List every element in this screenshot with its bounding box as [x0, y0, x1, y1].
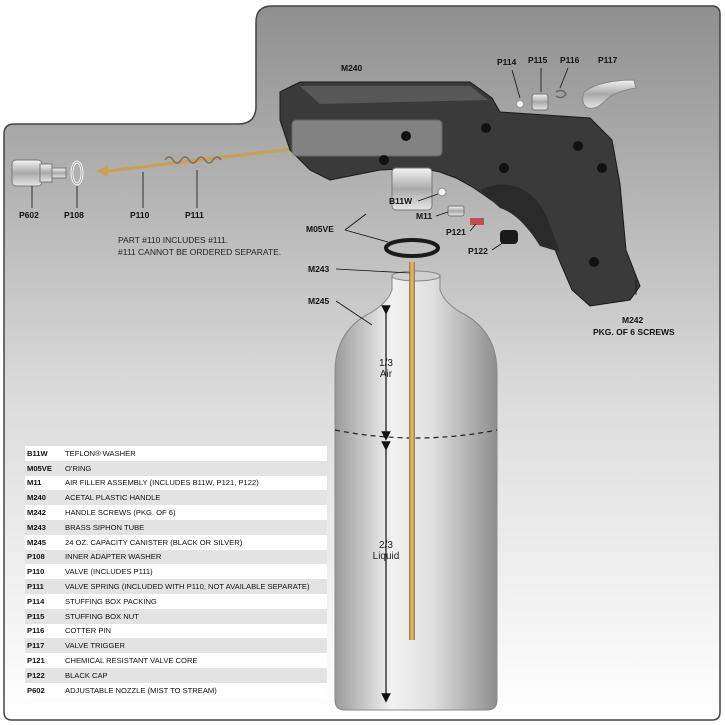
liquid-ratio: 2/3 Liquid	[366, 540, 406, 562]
legend-description: VALVE SPRING (INCLUDED WITH P110, NOT AV…	[65, 582, 310, 592]
legend-code: P110	[27, 567, 45, 577]
liquid-fraction: 2/3	[379, 540, 393, 551]
note-line-2: #111 CANNOT BE ORDERED SEPARATE.	[118, 247, 282, 257]
nut-p115	[531, 93, 549, 111]
parts-legend: B11W TEFLON® WASHER M05VE O'RING M11 AIR FILL…	[25, 446, 327, 698]
spring-p111	[164, 156, 222, 164]
legend-code: M11	[27, 478, 42, 488]
legend-description: ADJUSTABLE NOZZLE (MIST TO STREAM)	[65, 685, 217, 695]
legend-row: P111 VALVE SPRING (INCLUDED WITH P110, NO…	[25, 579, 327, 594]
legend-description: COTTER PIN	[65, 626, 111, 636]
legend-code: P111	[27, 582, 44, 592]
canister-neck	[391, 270, 441, 282]
air-fraction: 1/3	[379, 358, 393, 369]
legend-code: M05VE	[27, 463, 52, 473]
note-line-1: PART #110 INCLUDES #111.	[118, 235, 229, 245]
canister	[334, 274, 498, 711]
legend-row: P602 ADJUSTABLE NOZZLE (MIST TO STREAM)	[25, 682, 327, 698]
legend-description: TEFLON® WASHER	[65, 448, 136, 458]
black-cap-p122	[500, 230, 518, 244]
legend-code: M243	[27, 522, 46, 532]
legend-row: P114 STUFFING BOX PACKING	[25, 593, 327, 609]
legend-code: P121	[27, 656, 45, 666]
legend-row: P117 VALVE TRIGGER	[25, 638, 327, 654]
washer-b11w	[437, 187, 447, 197]
legend-description: CHEMICAL RESISTANT VALVE CORE	[65, 656, 198, 666]
legend-description: O'RING	[65, 463, 92, 473]
label-m11: M11	[416, 211, 433, 221]
label-m243: M243	[308, 264, 330, 274]
label-p602: P602	[19, 210, 39, 220]
legend-row: P116 COTTER PIN	[25, 623, 327, 639]
label-p117: P117	[598, 55, 618, 65]
label-p121: P121	[446, 227, 466, 237]
legend-code: P108	[27, 552, 45, 562]
legend-code: P115	[27, 611, 45, 621]
cotter-pin-p116	[555, 89, 567, 99]
legend-row: M11 AIR FILLER ASSEMBLY (INCLUDES B11W, P…	[25, 475, 327, 491]
label-p116: P116	[560, 55, 580, 65]
label-m240: M240	[341, 63, 363, 73]
nozzle-p602	[11, 159, 43, 187]
label-p111: P111	[185, 210, 204, 220]
screws-m242	[379, 123, 607, 267]
label-m245: M245	[308, 296, 330, 306]
valve-p110	[96, 165, 108, 177]
legend-description: STUFFING BOX NUT	[65, 611, 139, 621]
legend-row: M05VE O'RING	[25, 460, 327, 476]
valve-core-p121	[470, 218, 484, 225]
note-part-110: PART #110 INCLUDES #111. #111 CANNOT BE …	[118, 234, 281, 258]
legend-row: P108 INNER ADAPTER WASHER	[25, 549, 327, 565]
legend-description: VALVE TRIGGER	[65, 641, 125, 651]
legend-description: HANDLE SCREWS (PKG. OF 6)	[65, 508, 176, 518]
liquid-word: Liquid	[372, 551, 400, 562]
legend-row: M242 HANDLE SCREWS (PKG. OF 6)	[25, 505, 327, 520]
legend-description: INNER ADAPTER WASHER	[65, 552, 162, 562]
fill-line	[334, 429, 498, 439]
air-word: Air	[379, 369, 393, 380]
legend-code: M240	[27, 493, 46, 503]
legend-code: P122	[27, 670, 45, 680]
legend-description: AIR FILLER ASSEMBLY (INCLUDES B11W, P121…	[65, 478, 259, 488]
legend-row: P121 CHEMICAL RESISTANT VALVE CORE	[25, 653, 327, 668]
legend-row: M243 BRASS SIPHON TUBE	[25, 519, 327, 535]
legend-description: BLACK CAP	[65, 670, 108, 680]
legend-description: STUFFING BOX PACKING	[65, 596, 157, 606]
packing-p114	[516, 100, 524, 108]
legend-description: 24 OZ. CAPACITY CANISTER (BLACK OR SILVE…	[65, 537, 243, 547]
siphon-tube	[409, 262, 415, 640]
trigger-p117	[582, 79, 637, 109]
legend-code: M242	[27, 508, 46, 518]
legend-row: M240 ACETAL PLASTIC HANDLE	[25, 490, 327, 506]
legend-description: VALVE (INCLUDES P111)	[65, 567, 153, 577]
label-p122: P122	[468, 246, 488, 256]
air-ratio: 1/3 Air	[366, 358, 406, 380]
label-m242-note: PKG. OF 6 SCREWS	[593, 327, 675, 337]
legend-row: P122 BLACK CAP	[25, 667, 327, 683]
legend-code: P117	[27, 641, 45, 651]
legend-code: P116	[27, 626, 45, 636]
label-m05ve: M05VE	[306, 224, 334, 234]
legend-code: P602	[27, 685, 45, 695]
label-p115: P115	[528, 55, 548, 65]
legend-row: M245 24 OZ. CAPACITY CANISTER (BLACK OR S…	[25, 534, 327, 550]
label-p114: P114	[497, 57, 517, 67]
label-p110: P110	[130, 210, 150, 220]
label-b11w: B11W	[389, 196, 413, 206]
legend-code: B11W	[27, 448, 48, 458]
legend-description: ACETAL PLASTIC HANDLE	[65, 493, 161, 503]
handle-window	[291, 119, 443, 157]
legend-row: P110 VALVE (INCLUDES P111)	[25, 564, 327, 580]
oring-m05ve	[384, 238, 440, 258]
legend-code: M245	[27, 537, 46, 547]
legend-row: P115 STUFFING BOX NUT	[25, 608, 327, 624]
legend-row: B11W TEFLON® WASHER	[25, 446, 327, 461]
label-m242: M242	[622, 315, 644, 325]
legend-description: BRASS SIPHON TUBE	[65, 522, 145, 532]
label-p108: P108	[64, 210, 84, 220]
air-filler-m11	[447, 205, 465, 217]
legend-code: P114	[27, 596, 45, 606]
